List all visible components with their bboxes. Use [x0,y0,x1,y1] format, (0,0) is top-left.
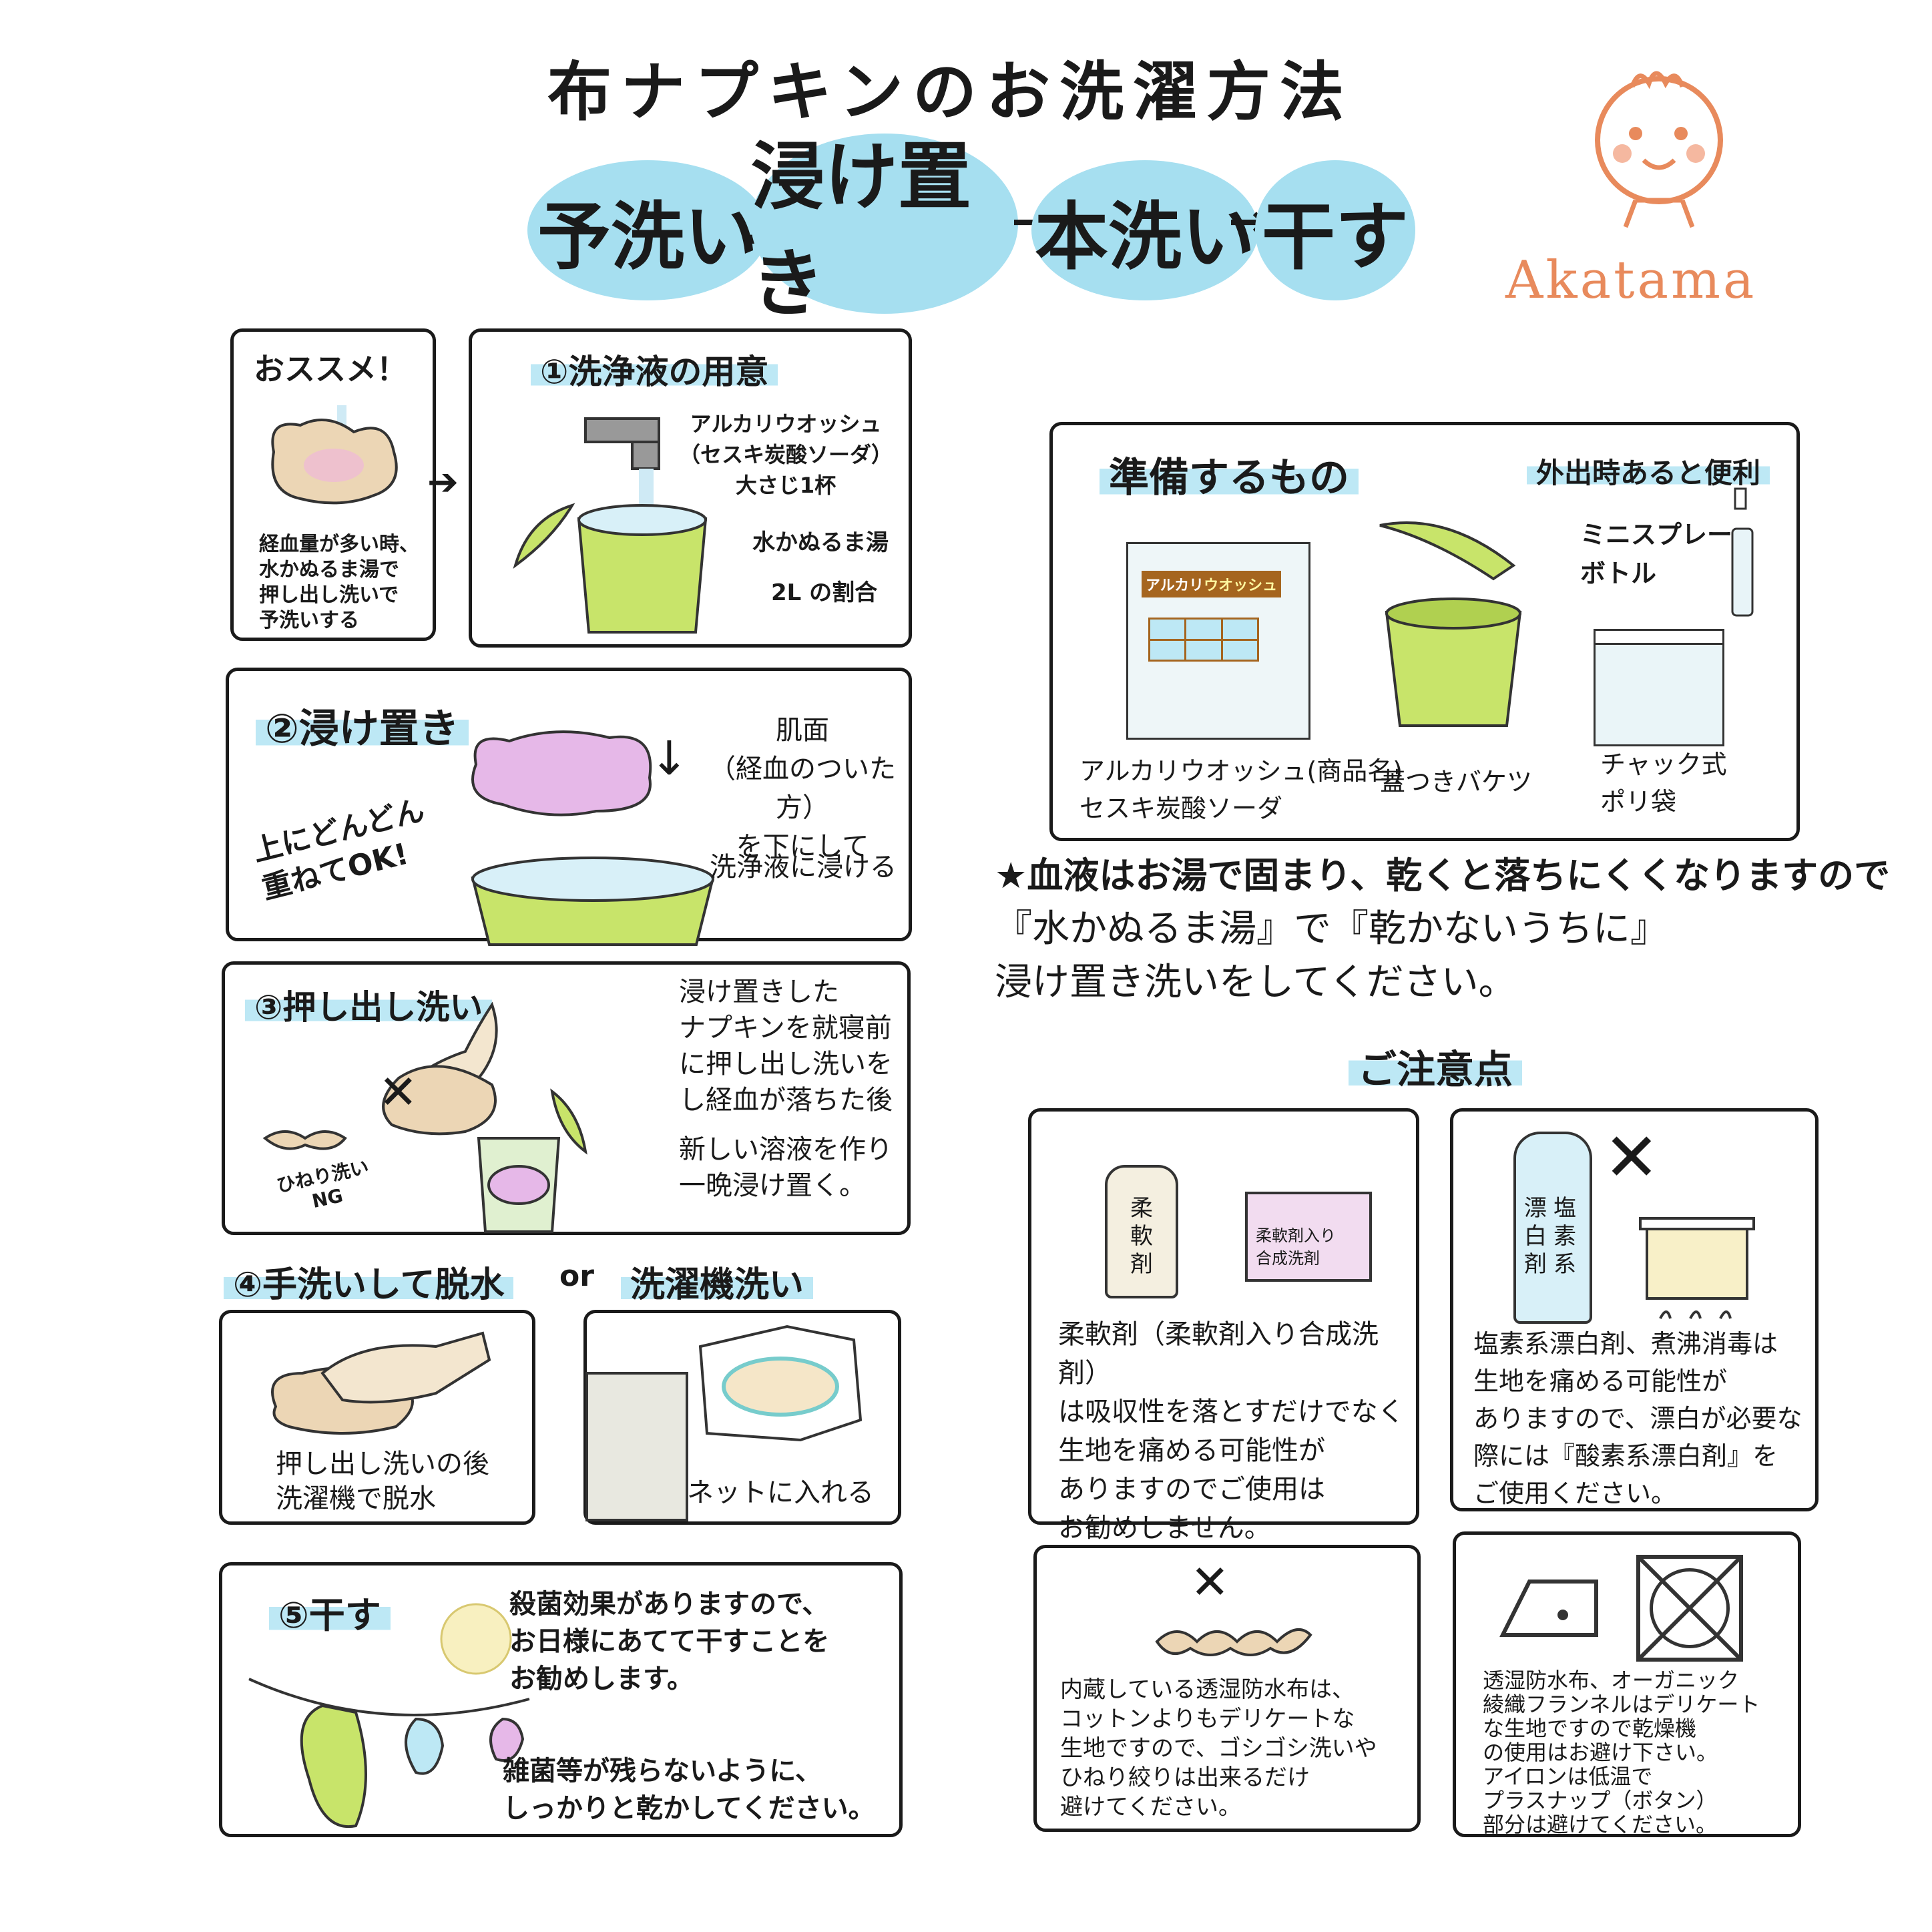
package-label1: アルカリ [1146,577,1204,594]
step1-detergent: アルカリウオッシュ （セスキ炭酸ソーダ） 大さじ1杯 [679,411,893,498]
step2-heading: ②浸け置き [256,706,469,752]
logo-text: Akatama [1505,250,1757,310]
caution-bleach-text: 塩素系漂白剤、煮沸消毒は 生地を痛める可能性が ありますので、漂白が必要な 際に… [1473,1329,1802,1508]
boiling-pot-icon [1639,1217,1755,1319]
cross-icon: ✕ [1190,1555,1230,1610]
caution-softener-text: 柔軟剤（柔軟剤入り合成洗剤） は吸収性を落とすだけでなく 生地を痛める可能性が … [1058,1319,1405,1543]
flow-step-soak: 浸け置き [751,134,1018,326]
recommend-heading: おススメ！ [254,351,407,387]
step3-panel: ③押し出し洗い ✕ ひねり洗い NG 浸け置きした ナプキンを就寝前 に押し出し… [222,961,911,1235]
note-line1: ★血液はお湯で固まり、乾くと落ちにくくなりますので [995,855,1891,897]
prep-product: アルカリウオッシュ(商品名) セスキ炭酸ソーダ [1079,756,1403,823]
recommend-body: 経血量が多い時、 水かぬるま湯で 押し出し洗いで 予洗いする [259,533,419,632]
caution-dryer-text: 透湿防水布、オーガニック 綾織フランネルはデリケート な生地ですので乾燥機 の使… [1483,1668,1760,1837]
recommend-panel: おススメ！ 経血量が多い時、 水かぬるま湯で 押し出し洗いで 予洗いする [230,328,436,641]
spray-bottle-icon [1731,487,1754,617]
step2-stack-note: 上にどんどん 重ねてOK! [249,792,428,907]
step1-heading: ①洗浄液の用意 [531,352,778,391]
note-line3: 浸け置き洗いをしてください。 [995,961,1516,1004]
step5-text2: 雑菌等が残らないように、 しっかりと乾かしてください。 [503,1756,875,1824]
step2-face-note: 肌面 （経血のついた方） を下にして [709,715,896,862]
note-line2: 『水かぬるま湯』で『乾かないうちに』 [995,907,1668,951]
no-tumble-dry-icon [1636,1555,1743,1662]
prep-bag: チャック式 ポリ袋 [1600,750,1727,816]
prep-spray: ミニスプレー ボトル [1580,520,1733,588]
caution-heading: ご注意点 [1349,1047,1523,1092]
caution-twist-text: 内蔵している透湿防水布は、 コットンよりもデリケートな 生地ですので、ゴシゴシ洗… [1060,1676,1377,1821]
net-wash-panel: ネットに入れる [583,1310,901,1525]
step2-soak-note: 洗浄液に浸ける [710,852,897,883]
step3-text2: 新しい溶液を作り 一晩浸け置く。 [679,1134,893,1201]
arrow-icon: ➔ [427,461,459,504]
soak-bucket-icon [471,730,715,946]
pad-rinse-icon [271,405,398,505]
zip-bag-icon [1594,629,1724,746]
step4-heading: ④手洗いして脱水 [224,1265,514,1305]
prep-heading: 準備するもの [1100,455,1359,501]
flow-step-prewash: 予洗い [527,160,768,300]
cross-icon: ✕ [1604,1118,1660,1196]
flow-step-dry: 干す [1255,160,1415,300]
caution-softener-panel: 柔 軟 剤 柔軟剤入り 合成洗剤 柔軟剤（柔軟剤入り合成洗剤） は吸収性を落とす… [1028,1108,1419,1543]
step4-or: or [559,1259,594,1293]
akatama-logo-icon [1595,71,1723,228]
caution-dryer-panel: 透湿防水布、オーガニック 綾織フランネルはデリケート な生地ですので乾燥機 の使… [1453,1531,1801,1837]
step3-heading: ③押し出し洗い [245,988,493,1027]
prep-panel: 準備するもの 外出時あると便利 ミニスプレー ボトル アルカリウオッシュ アルカ… [1049,422,1800,841]
step5-panel: ⑤干す 殺菌効果がありますので、 お日様にあてて干すことを お勧めします。 雑菌… [219,1562,903,1837]
caution-twist-panel: ✕ 内蔵している透湿防水布は、 コットンよりもデリケートな 生地ですので、ゴシゴ… [1033,1545,1421,1832]
ng-cross-icon: ✕ [379,1065,418,1120]
press-wash-illustration [262,1001,587,1233]
iron-low-icon [1499,1580,1598,1637]
prep-outing: 外出時あると便利 [1527,457,1770,489]
bleach-bottle-icon: 漂 白 剤 塩 素 系 [1513,1132,1592,1324]
net-wash-caption: ネットに入れる [687,1477,874,1508]
prep-bucket: 蓋つきバケツ [1380,767,1533,796]
page-title: 布ナプキンのお洗濯方法 [547,55,1354,130]
lidded-bucket-icon [1379,521,1522,727]
step5-text1: 殺菌効果がありますので、 お日様にあてて干すことを お勧めします。 [509,1589,830,1694]
package-label2: ウオッシュ [1204,577,1278,594]
hand-wash-panel: 押し出し洗いの後 洗濯機で脱水 [219,1310,535,1525]
softener-bottle-icon: 柔 軟 剤 [1105,1165,1178,1298]
hand-wash-caption: 押し出し洗いの後 洗濯機で脱水 [276,1449,489,1514]
step2-panel: ②浸け置き 上にどんどん 重ねてOK! ↓ 肌面 （経血のついた方） を下にして… [226,668,912,946]
star-icon: ★ [995,855,1027,897]
down-arrow-icon: ↓ [650,731,689,786]
softener-box-icon: 柔軟剤入り 合成洗剤 [1245,1192,1372,1282]
step4-heading2: 洗濯機洗い [621,1265,814,1305]
hand-wash-icon [271,1331,491,1435]
step1-ratio: 2L の割合 [771,579,878,606]
step3-text1: 浸け置きした ナプキンを就寝前 に押し出し洗いを し経血が落ちた後 [679,977,893,1116]
caution-bleach-panel: 漂 白 剤 塩 素 系 ✕ 塩素系漂白剤、煮沸消毒は 生地を痛める可能性が あり… [1450,1108,1819,1511]
twisted-cloth-icon [1155,1628,1312,1656]
laundry-net-icon [585,1324,863,1521]
sun-and-drying-pads-icon [248,1603,530,1829]
bucket-with-tap-icon [513,417,708,634]
flow-step-mainwash: 本洗い [1031,160,1258,300]
step1-water: 水かぬるま湯 [752,529,889,556]
detergent-package-icon: アルカリウオッシュ [1126,542,1310,740]
step5-heading: ⑤干す [269,1594,391,1636]
step1-panel: ①洗浄液の用意 アルカリウオッシュ （セスキ炭酸ソーダ） 大さじ1杯 水かぬるま… [469,328,912,648]
